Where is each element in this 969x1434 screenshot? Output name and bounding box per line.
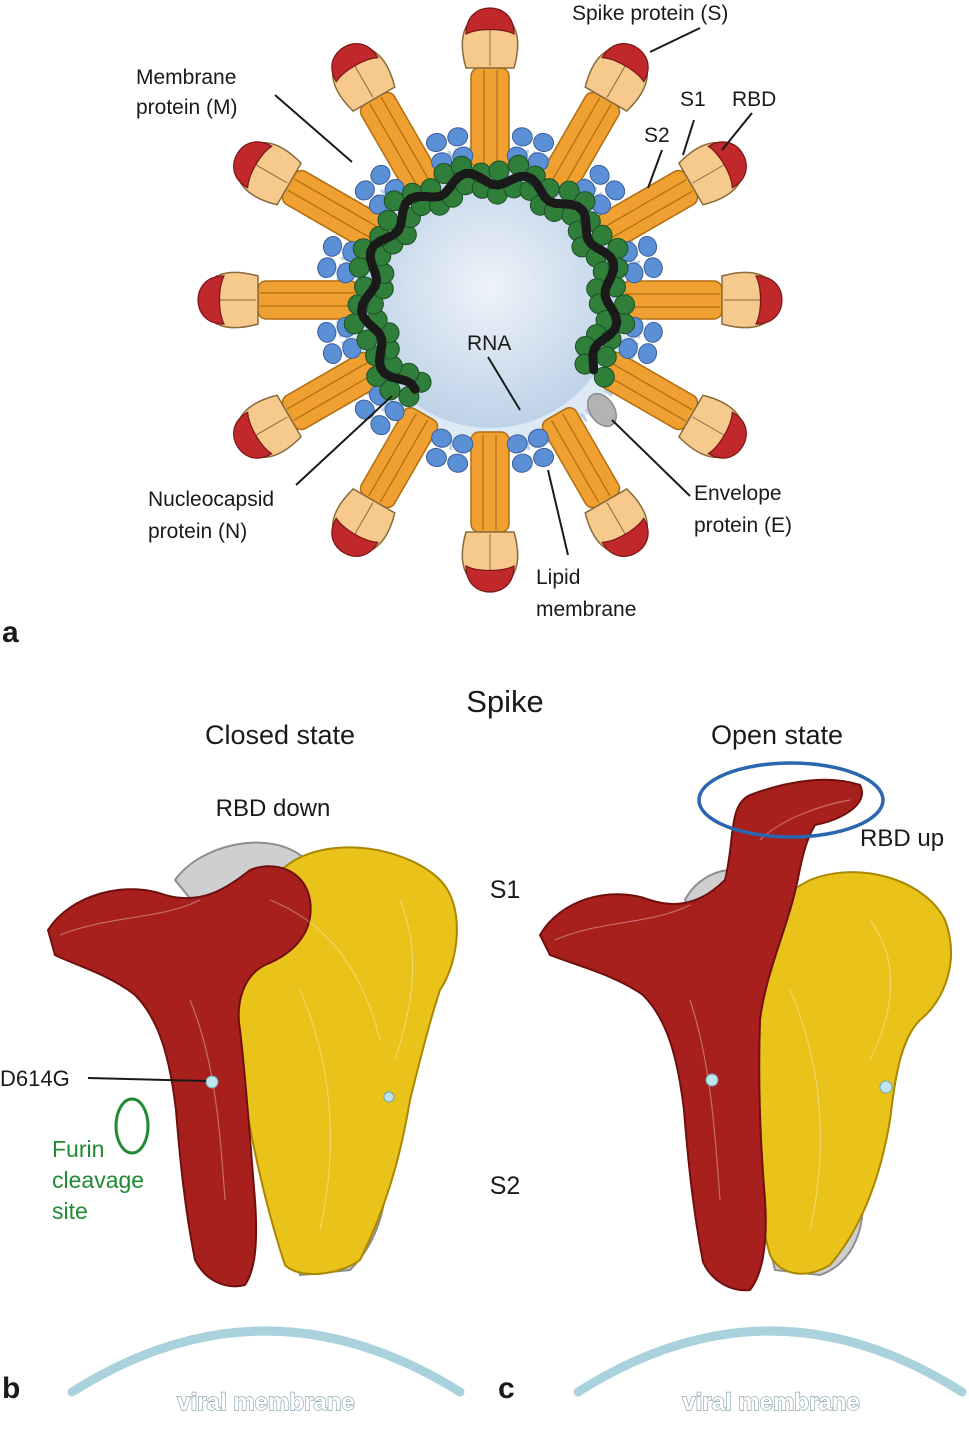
spike-protein-shape — [596, 351, 747, 459]
viral-membrane-label-b: viral membrane — [177, 1389, 354, 1416]
rna-strand — [357, 168, 622, 394]
lipid-membrane-label-line1: Lipid — [536, 566, 580, 589]
rbd-down-label: RBD down — [216, 795, 331, 822]
envelope-protein-shape — [586, 392, 618, 428]
rbd-label: RBD — [732, 88, 776, 111]
d614g-site-closed — [205, 1075, 219, 1089]
membrane-protein-shape — [317, 235, 362, 284]
furin-label-line1: Furin — [52, 1136, 104, 1162]
furin-label-line2: cleavage — [52, 1167, 144, 1193]
panel-c-letter: c — [498, 1372, 515, 1405]
s2-leader-line — [647, 149, 663, 189]
closed-red-chain — [46, 865, 312, 1288]
envelope-protein-label-line1: Envelope — [694, 482, 782, 505]
membrane-protein-leader-line — [274, 94, 353, 163]
spike-protein-shape — [541, 406, 649, 557]
d614g-site-open — [705, 1073, 719, 1087]
spike-protein-shape — [541, 43, 649, 194]
panel-a-letter: a — [2, 616, 19, 649]
d614g-leader-line — [87, 1077, 207, 1082]
spike-proteins — [197, 7, 783, 593]
membrane-protein-shape — [506, 428, 555, 473]
viral-core — [362, 172, 618, 428]
spike-leader-line — [649, 27, 701, 53]
spike-title: Spike — [466, 684, 544, 719]
rna-label: RNA — [467, 332, 511, 355]
rna-leader-line — [487, 356, 521, 411]
open-red-chain — [538, 778, 863, 1292]
envelope-leader-line — [611, 419, 691, 497]
s1-leader-line — [682, 119, 695, 156]
d614g-site-open-2 — [879, 1080, 893, 1094]
membrane-protein-shape — [425, 428, 474, 473]
s2-domain-label: S2 — [490, 1172, 521, 1200]
spike-protein-shape — [233, 351, 384, 459]
open-spike-structure — [538, 761, 952, 1292]
virion-diagram: Spike protein (S) Membrane protein (M) S… — [2, 2, 792, 649]
open-state-label: Open state — [711, 720, 843, 750]
rbd-up-label: RBD up — [860, 825, 944, 852]
s2-label: S2 — [644, 124, 670, 147]
spike-protein-shape — [331, 406, 439, 557]
spike-protein-label: Spike protein (S) — [572, 2, 728, 25]
closed-state-label: Closed state — [205, 720, 355, 750]
lipid-membrane-label-line2: membrane — [536, 598, 636, 621]
d614g-site-closed-2 — [383, 1091, 395, 1103]
d614g-label: D614G — [0, 1066, 70, 1091]
s1-domain-label: S1 — [490, 876, 521, 904]
furin-cleavage-site-marker — [114, 1097, 150, 1155]
spike-protein-shape — [233, 141, 384, 249]
spike-protein-shape — [461, 7, 519, 169]
membrane-protein-label-line2: protein (M) — [136, 96, 238, 119]
nucleocapsid-leader-line — [295, 395, 393, 486]
spike-structures: Spike Closed state Open state RBD down R… — [0, 684, 967, 1417]
envelope-protein-label-line2: protein (E) — [694, 514, 792, 537]
viral-membrane-arc-b — [67, 1326, 465, 1397]
nucleocapsid-label-line2: protein (N) — [148, 520, 247, 543]
rbd-leader-line — [721, 112, 753, 151]
viral-membrane-arc-c — [573, 1326, 967, 1397]
spike-protein-shape — [621, 271, 783, 329]
spike-protein-shape — [331, 43, 439, 194]
spike-protein-shape — [197, 271, 359, 329]
membrane-protein-label-line1: Membrane — [136, 66, 236, 89]
nucleocapsid-label-line1: Nucleocapsid — [148, 488, 274, 511]
membrane-protein-shape — [354, 164, 405, 215]
spike-protein-shape — [461, 431, 519, 593]
rbd-up-ellipse — [697, 761, 885, 839]
spike-protein-shape — [596, 141, 747, 249]
furin-label-line3: site — [52, 1198, 88, 1224]
viral-membrane-label-c: viral membrane — [682, 1389, 859, 1416]
panel-b-letter: b — [2, 1372, 20, 1405]
s1-label: S1 — [680, 88, 706, 111]
closed-spike-structure — [46, 841, 458, 1288]
lipid-leader-line — [547, 469, 569, 556]
